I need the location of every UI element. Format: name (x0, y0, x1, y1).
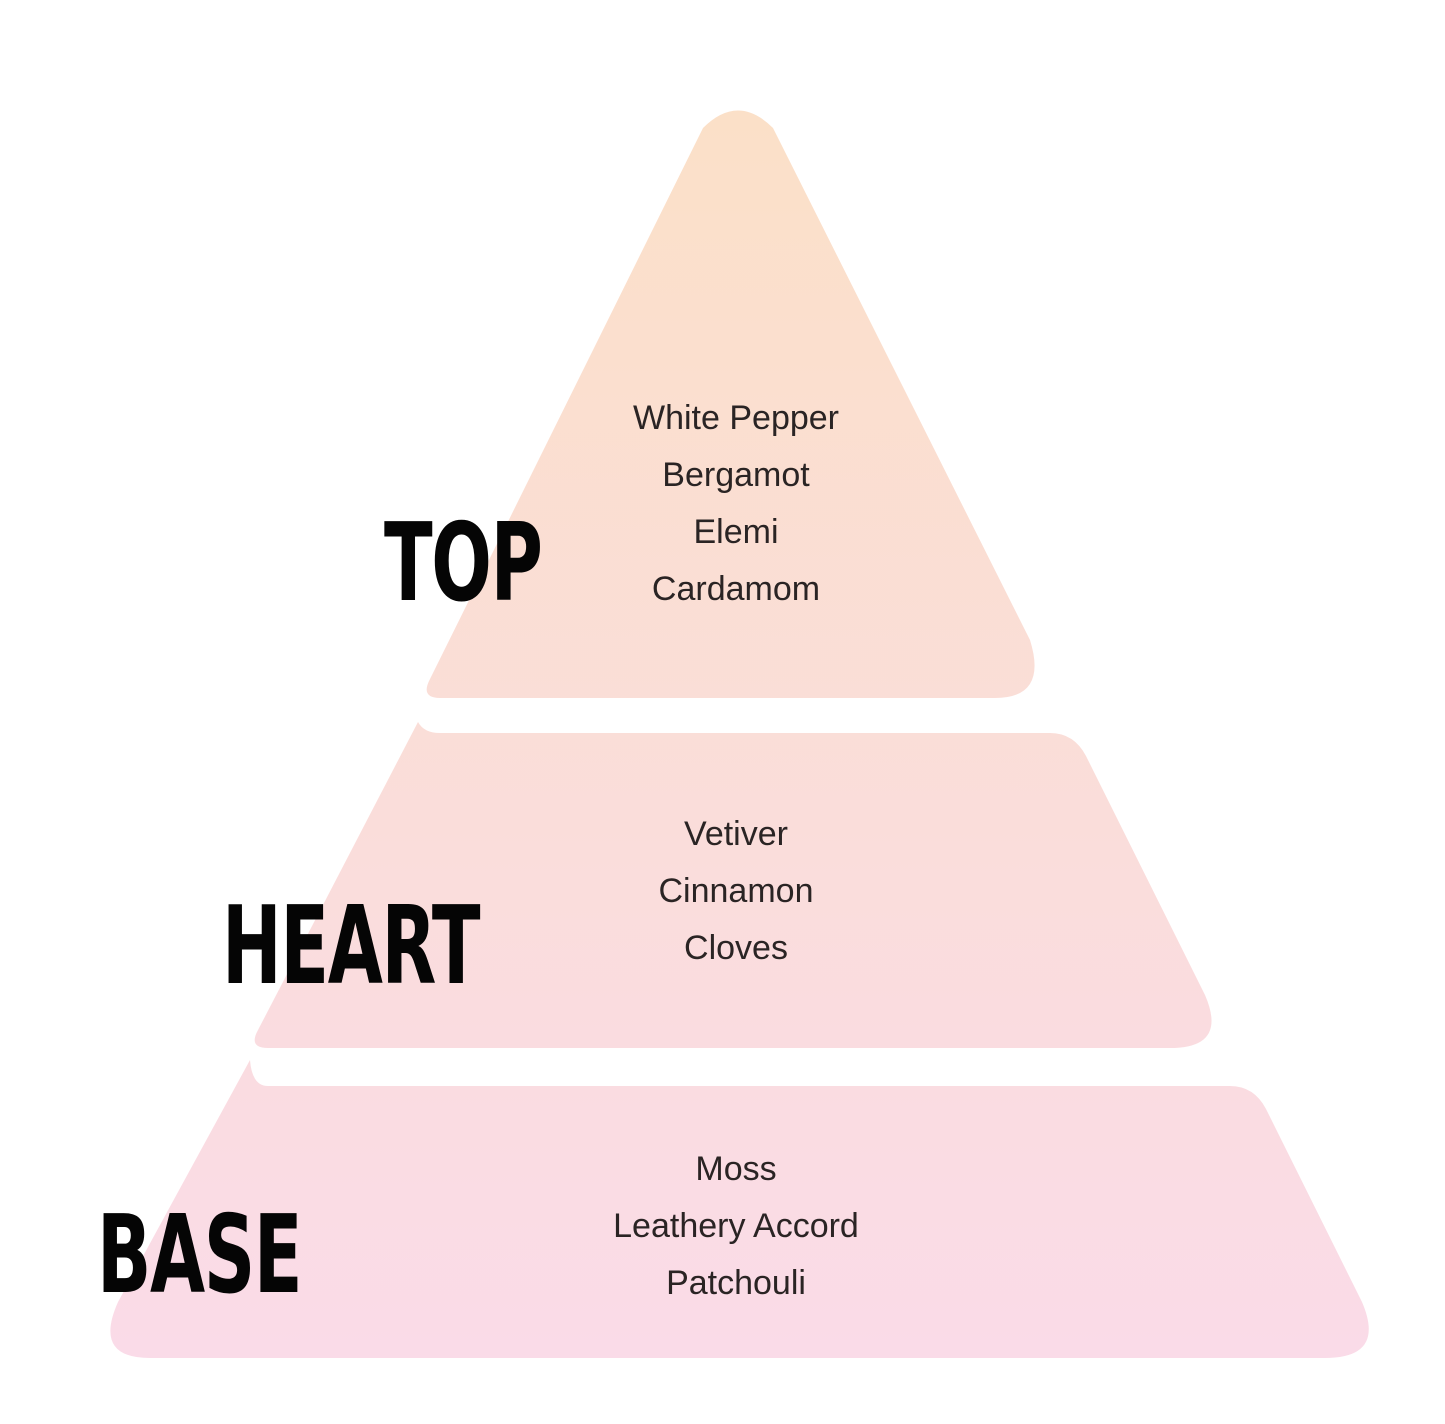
heart-notes-list: Vetiver Cinnamon Cloves (536, 806, 936, 977)
note-item: Elemi (693, 513, 779, 551)
note-item: Bergamot (662, 456, 810, 494)
top-notes-list: White Pepper Bergamot Elemi Cardamom (536, 390, 936, 618)
tier-label-base: BASE (97, 1193, 303, 1318)
tier-label-heart: HEART (222, 884, 481, 1009)
note-item: White Pepper (633, 399, 839, 437)
note-item: Vetiver (684, 815, 788, 853)
pyramid-tier-base (110, 1060, 1369, 1358)
note-item: Cloves (684, 929, 788, 967)
note-item: Cardamom (651, 570, 821, 608)
note-item: Cinnamon (658, 872, 814, 910)
note-item: Patchouli (666, 1264, 806, 1302)
pyramid-tier-top (426, 110, 1035, 698)
base-notes-list: Moss Leathery Accord Patchouli (536, 1141, 936, 1312)
note-item: Leathery Accord (613, 1207, 859, 1245)
pyramid-tier-heart (254, 722, 1212, 1048)
tier-label-top: TOP (384, 501, 543, 626)
note-item: Moss (695, 1150, 777, 1188)
